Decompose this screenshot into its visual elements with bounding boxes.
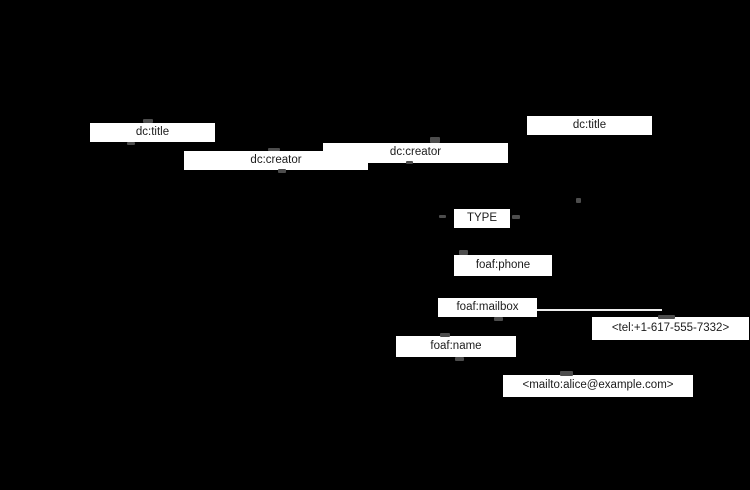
edge-label-dc-title-left: dc:title — [90, 123, 215, 142]
edge-remnant-tick — [278, 169, 286, 173]
edge-label-foaf-phone: foaf:phone — [454, 255, 552, 276]
edge-label-foaf-name: foaf:name — [396, 336, 516, 357]
edge-remnant-tick — [127, 142, 135, 145]
node-label-tel-literal: <tel:+1-617-555-7332> — [592, 317, 749, 340]
edge-remnant-tick — [406, 161, 413, 164]
edge-remnant-tick — [430, 137, 440, 143]
edge-line-mailbox-to-tel — [537, 309, 662, 311]
edge-remnant-tick — [439, 215, 446, 218]
edge-remnant-tick — [143, 119, 153, 123]
edge-remnant-tick — [268, 148, 280, 151]
edge-remnant-tick — [658, 315, 675, 319]
edge-remnant-tick — [576, 198, 581, 203]
edge-remnant-tick — [455, 357, 464, 361]
edge-label-dc-creator-right: dc:creator — [323, 143, 508, 163]
node-label-mailto-literal: <mailto:alice@example.com> — [503, 375, 693, 397]
edge-label-type: TYPE — [454, 209, 510, 228]
edge-label-foaf-mailbox: foaf:mailbox — [438, 298, 537, 317]
edge-remnant-tick — [512, 215, 520, 219]
edge-remnant-tick — [560, 371, 573, 376]
edge-label-dc-title-right: dc:title — [527, 116, 652, 135]
edge-remnant-tick — [440, 333, 450, 337]
edge-remnant-tick — [459, 250, 468, 255]
edge-remnant-tick — [494, 317, 503, 321]
edge-label-dc-creator-left: dc:creator — [184, 151, 368, 170]
